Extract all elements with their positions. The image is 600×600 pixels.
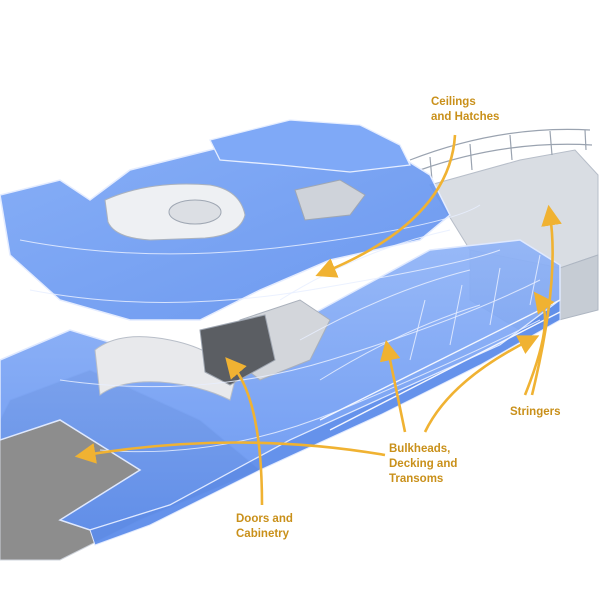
callout-ceilings-hatches: Ceilings and Hatches: [431, 95, 499, 125]
callout-stringers-line-1: Stringers: [510, 406, 561, 418]
callout-bulkheads-line-2: Decking and: [389, 458, 458, 470]
callout-stringers: Stringers: [510, 405, 561, 420]
bow-railing: [409, 128, 593, 181]
flybridge-table: [168, 199, 222, 225]
hull-side-band: [89, 299, 561, 546]
callout-bulkheads-line-1: Bulkheads,: [389, 443, 451, 455]
callout-doors-line-1: Doors and: [236, 513, 293, 525]
callout-doors-line-2: Cabinetry: [236, 528, 290, 540]
callout-doors-cabinetry: Doors and Cabinetry: [236, 512, 293, 542]
callout-ceilings-line-1: Ceilings: [431, 96, 476, 108]
callout-bulkheads-decking-transoms: Bulkheads, Decking and Transoms: [389, 442, 457, 487]
callout-ceilings-line-2: and Hatches: [431, 111, 500, 123]
callout-bulkheads-line-3: Transoms: [389, 473, 444, 485]
